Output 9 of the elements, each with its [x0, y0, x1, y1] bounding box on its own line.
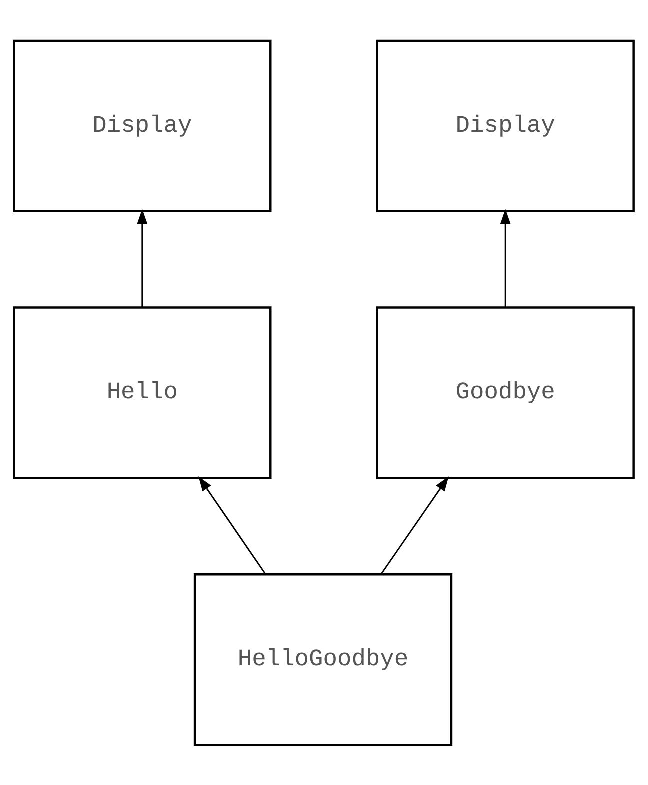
arrow [380, 476, 449, 574]
node-box: HelloGoodbye [194, 572, 453, 746]
node-box: Display [376, 39, 635, 212]
node-box: Goodbye [376, 306, 635, 479]
node-box: Hello [13, 306, 272, 479]
arrow [137, 208, 148, 307]
arrow [198, 476, 266, 574]
node-box: Display [13, 39, 272, 212]
arrow [500, 208, 511, 307]
